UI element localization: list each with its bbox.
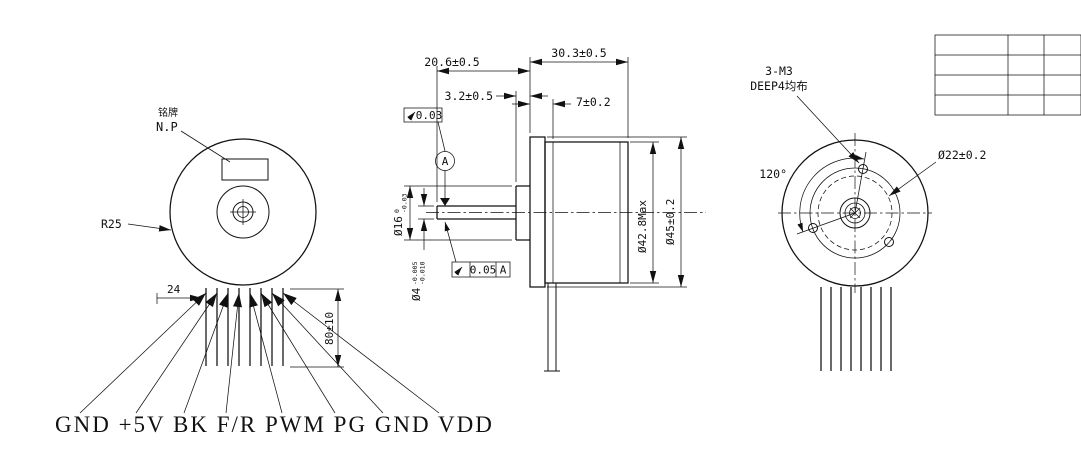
front-view: 铭牌 N.P R25 GND +5V BK F/R PWM PG GND VDD… (55, 106, 494, 437)
nameplate-leader-line (180, 130, 231, 163)
rear-wires (820, 287, 892, 371)
runout-symbol-icon (454, 266, 463, 276)
body-dia-dim-label: Ø42.8Max (636, 200, 649, 253)
boss-dia-tol-upper: 0 (393, 209, 401, 213)
side-view: 20.6±0.5 30.3±0.5 3.2±0.5 7±0.2 0.03 A 0… (392, 46, 706, 372)
tolerance-frame (451, 261, 511, 278)
title-block (934, 34, 1081, 116)
m3-hole (884, 237, 894, 247)
shaft-ext-dim-label: 20.6±0.5 (424, 55, 479, 69)
boss-dia-tol-lower: -0.03 (401, 193, 409, 213)
mount-holes-label: 3-M3 (765, 64, 793, 78)
angle-ref-line (854, 151, 867, 214)
note-leader-line (888, 161, 937, 197)
svg-text:Ø16: Ø16 (392, 216, 405, 236)
boss-dia-dim-label: Ø16 0 -0.03 (392, 193, 409, 236)
flange-dia-dim-label: Ø45±0.2 (664, 199, 677, 245)
angle-ref-line (796, 212, 856, 235)
nameplate-rect (221, 158, 269, 181)
radius-leader-line (127, 223, 172, 232)
motor-body-circle (781, 139, 929, 287)
position-datum-label: A (500, 264, 507, 277)
body-length-dim-label: 30.3±0.5 (551, 46, 606, 60)
runout-symbol-icon (407, 111, 416, 121)
position-tol-label: 0.05 (470, 264, 497, 277)
pinout-labels: GND +5V BK F/R PWM PG GND VDD (55, 412, 494, 437)
tolerance-leader-line (444, 221, 457, 263)
flange-outline (529, 136, 546, 288)
hub-circle (216, 185, 270, 239)
pilot-length-dim-label: 7±0.2 (576, 95, 611, 109)
body-outline (544, 141, 629, 284)
note-leader-line (796, 95, 860, 164)
motor-body-circle (169, 138, 317, 286)
radius-label: R25 (101, 217, 122, 231)
wire-length-dim-label: 80±10 (323, 312, 336, 345)
svg-text:Ø4: Ø4 (410, 287, 423, 301)
shaft-dia-tol-upper: -0.005 (411, 261, 419, 285)
boss-length-dim-label: 3.2±0.5 (445, 89, 493, 103)
tolerance-frame (403, 107, 443, 123)
tolerance-leader-line (437, 121, 446, 152)
datum-triangle-icon (440, 198, 450, 206)
rear-view: 120° 3-M3 DEEP4均布 Ø22±0.2 (750, 64, 986, 371)
front-wires (205, 288, 284, 366)
mount-holes-note: DEEP4均布 (750, 79, 808, 93)
shaft-dia-tol-lower: -0.010 (419, 261, 427, 285)
wire-exit-dim-label: 24 (167, 283, 181, 296)
runout-tol-label: 0.03 (416, 109, 443, 122)
shaft-dia-dim-label: Ø4 -0.005 -0.010 (410, 261, 427, 301)
datum-label: A (442, 155, 449, 168)
angle-arc (797, 154, 865, 233)
nameplate-cn-label: 铭牌 (158, 106, 178, 119)
pin-leader-fan (79, 292, 440, 414)
pilot-dia-label: Ø22±0.2 (938, 148, 986, 162)
nameplate-label: N.P (156, 120, 178, 134)
hole-angle-label: 120° (759, 167, 787, 181)
